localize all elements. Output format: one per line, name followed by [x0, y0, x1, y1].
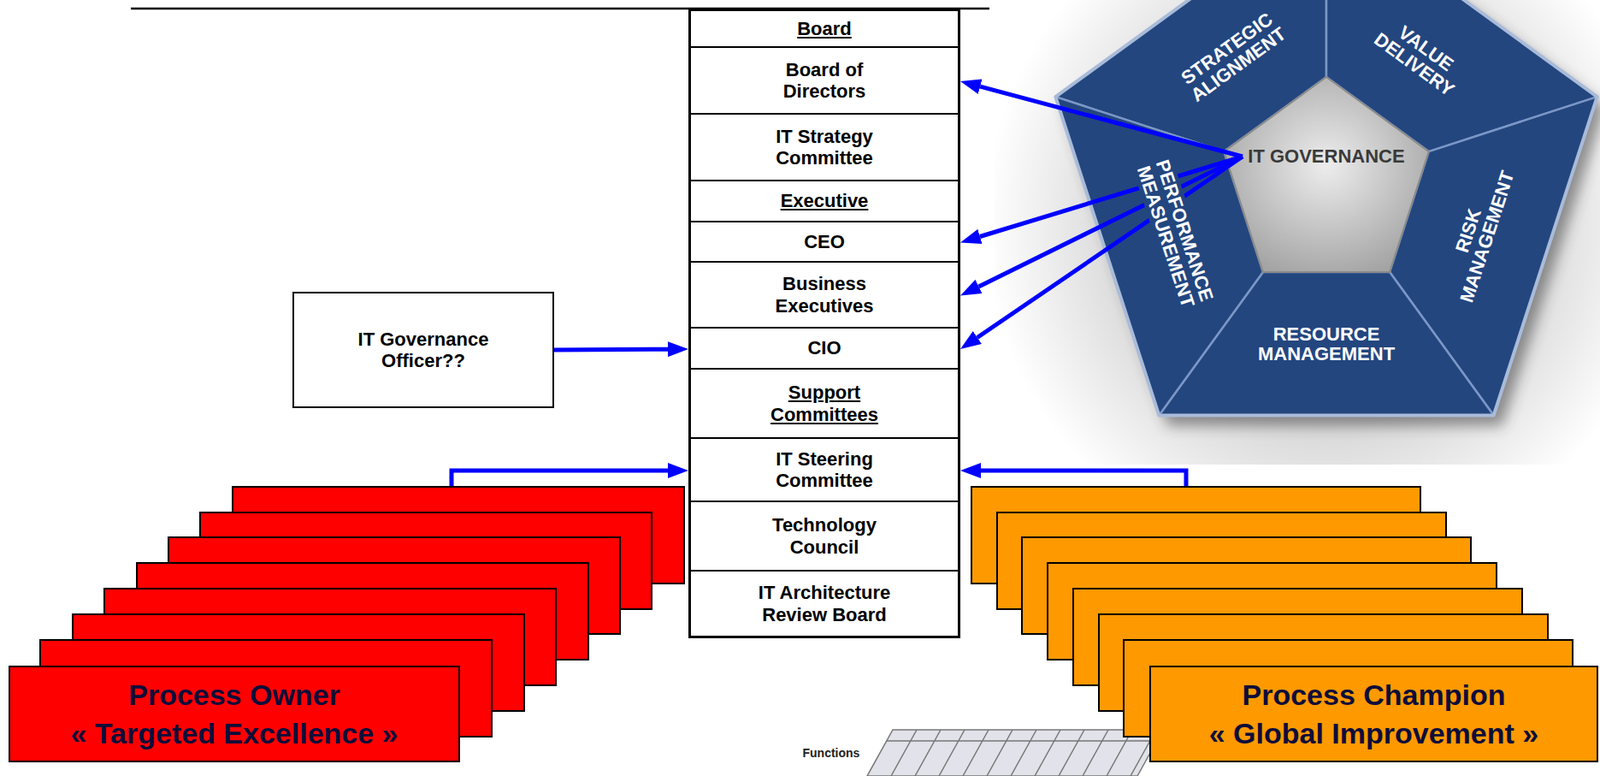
pentagon-segment [1055, 96, 1264, 415]
segment-label: VALUE DELIVERY [1368, 10, 1473, 102]
node-text: Business Executives [747, 272, 902, 317]
node-text: « Targeted Excellence » [70, 714, 398, 752]
role-box: IT Governance Officer?? [292, 291, 555, 408]
role-cell: IT Strategy Committee [688, 114, 961, 182]
section-heading-cell: Board [688, 8, 961, 48]
node-text: IT Architecture Review Board [747, 581, 902, 626]
node-text: Executive [780, 189, 869, 212]
node-text: Process Champion [1242, 675, 1506, 714]
process-owner-box: Process Owner« Targeted Excellence » [8, 665, 461, 762]
node-text: Technology Council [747, 513, 902, 558]
node-text: IT Governance Officer?? [346, 328, 501, 372]
connector-arrow [977, 156, 1243, 337]
functions-grid [867, 729, 1164, 776]
role-cell: IT Steering Committee [688, 438, 961, 502]
pentagon-center [1223, 76, 1429, 272]
role-cell: CIO [688, 328, 961, 370]
node-text: « Global Improvement » [1209, 714, 1539, 752]
axis-label: Functions [802, 746, 861, 760]
role-cell: Business Executives [688, 262, 961, 329]
connector-arrow [554, 347, 668, 353]
segment-label: RESOURCE MANAGEMENT [1255, 323, 1398, 365]
node-text: IT GOVERNANCE [1247, 146, 1405, 167]
section-heading-cell: Support Committees [688, 369, 961, 439]
node-text: Board of Directors [747, 59, 902, 103]
node-text: Process Owner [128, 675, 341, 714]
process-champion-box: Process Champion« Global Improvement » [1149, 665, 1599, 762]
role-cell: CEO [688, 222, 961, 263]
section-heading-cell: Executive [688, 181, 961, 223]
node-text: IT Strategy Committee [747, 125, 902, 170]
segment-label: RISK MANAGEMENT [1435, 159, 1519, 308]
role-cell: IT Architecture Review Board [688, 571, 961, 638]
node-text: Support Committees [747, 381, 902, 426]
node-text: CIO [807, 336, 841, 359]
node-text: IT Steering Committee [747, 448, 902, 492]
role-cell: Board of Directors [688, 47, 961, 115]
role-cell: Technology Council [688, 501, 961, 572]
connector-arrow [980, 156, 1243, 237]
functions-grid-lines [886, 729, 1158, 776]
node-text: Board [797, 17, 852, 40]
segment-label: STRATEGIC ALIGNMENT [1173, 5, 1293, 107]
segment-label: PERFORMANCE MEASUREMENT [1132, 154, 1219, 313]
node-text: CEO [803, 230, 845, 253]
governance-hub: IT GOVERNANCE [1242, 143, 1411, 171]
